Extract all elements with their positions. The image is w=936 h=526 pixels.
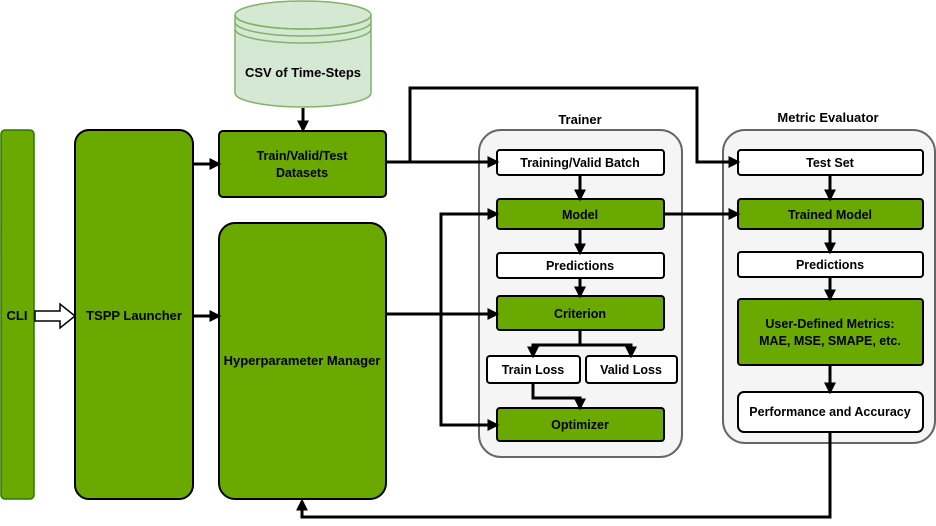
user-metrics-node — [737, 298, 924, 366]
datasets-label-line2: Datasets — [276, 166, 328, 180]
criterion-text: Criterion — [554, 307, 606, 321]
launcher-label: TSPP Launcher — [86, 308, 182, 323]
valid-loss-label: Valid Loss — [600, 363, 662, 377]
hyperparameter-manager-label: Hyperparameter Manager — [224, 353, 381, 368]
edge-train-loss-to-optimizer — [531, 383, 586, 411]
test-set-label: Test Set — [806, 156, 855, 170]
evaluator-predictions-label: Predictions — [796, 258, 864, 272]
cli-node — [0, 129, 35, 500]
train-loss-label: Train Loss — [502, 363, 565, 377]
datasets-node — [218, 130, 387, 198]
trained-model-label: Trained Model — [788, 208, 872, 222]
edge-datasets-to-test-set — [408, 86, 741, 168]
csv-database-node: CSV of Time-Steps — [234, 0, 372, 108]
cli-to-launcher-arrow — [34, 302, 77, 330]
training-batch-label: Training/Valid Batch — [520, 156, 639, 170]
csv-label: CSV of Time-Steps — [245, 65, 361, 80]
edge-criterion-to-train-loss — [527, 343, 580, 359]
evaluator-title: Metric Evaluator — [777, 110, 878, 125]
trainer-title: Trainer — [558, 112, 601, 127]
user-metrics-label-line1: User-Defined Metrics: — [765, 317, 894, 331]
performance-label: Performance and Accuracy — [749, 405, 910, 419]
datasets-label-line1: Train/Valid/Test — [257, 149, 349, 163]
trainer-predictions-label: Predictions — [546, 259, 614, 273]
edge-performance-to-hyperparameter — [296, 432, 832, 519]
edge-hyperparameter-to-model — [386, 208, 500, 316]
optimizer-label: Optimizer — [551, 418, 609, 432]
model-label: Model — [562, 208, 598, 222]
edge-criterion-to-valid-loss — [580, 343, 637, 359]
cli-label: CLI — [7, 308, 28, 323]
user-metrics-label-line2: MAE, MSE, SMAPE, etc. — [759, 334, 901, 348]
edge-hyperparameter-to-optimizer — [439, 314, 500, 431]
